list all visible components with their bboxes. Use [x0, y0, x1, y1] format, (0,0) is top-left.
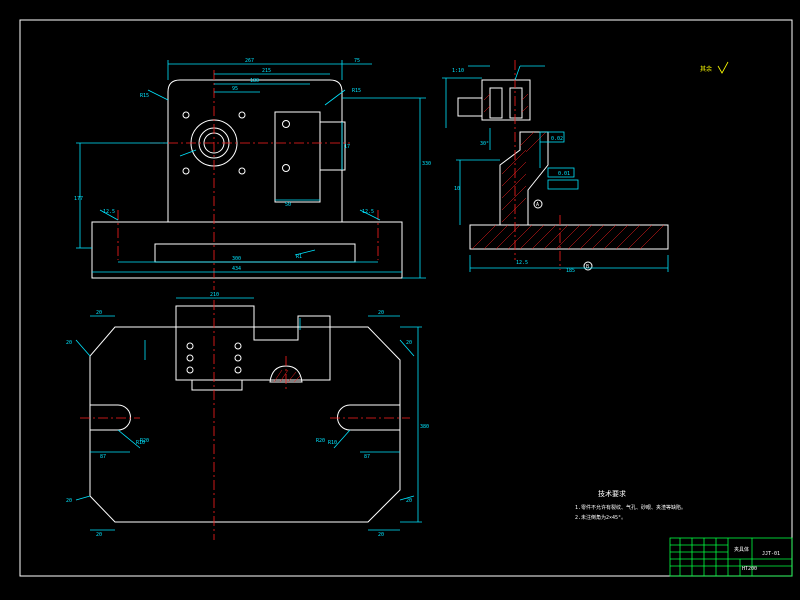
- top-dim-mid-right: 87: [364, 454, 370, 460]
- front-base-plate: [91, 221, 403, 279]
- front-base-slot: [154, 243, 356, 263]
- top-dim-height: 380: [420, 424, 429, 430]
- side-bushing-1: [489, 87, 503, 119]
- top-raised-block: [175, 305, 331, 381]
- dim-r-corner: R15: [140, 93, 149, 99]
- side-view: 1:10 0.02 0.01 30° 10 12.5 185 A B: [442, 60, 669, 274]
- title-material: HT200: [742, 566, 757, 572]
- front-dimension-lines: [76, 60, 426, 279]
- top-view: 210 20 20 20 20 20 20 20 20 R10 R10 380 …: [66, 292, 429, 540]
- top-hole-1: [186, 342, 194, 350]
- title-block: 夹具体 JJT-01 HT200: [669, 537, 793, 577]
- top-hole-3: [186, 366, 194, 374]
- side-base: [469, 224, 669, 250]
- side-datum-b: [583, 261, 593, 271]
- title-drawing-no: JJT-01: [762, 551, 780, 557]
- notes-title: 技术要求: [598, 489, 626, 498]
- top-dim-mid-r1: R20: [140, 438, 149, 444]
- dim-bottom-b: 434: [232, 266, 241, 272]
- top-dim-tr2: 20: [406, 340, 412, 346]
- dim-top-total: 267: [245, 58, 254, 64]
- dim-right-step: 17: [344, 144, 350, 150]
- side-dim-a: 10: [454, 186, 460, 192]
- dim-top-inner: 180: [250, 78, 259, 84]
- side-bushing-hatch: [483, 93, 529, 113]
- dim-height-right: 330: [422, 161, 431, 167]
- top-hole-4: [234, 342, 242, 350]
- top-dim-tl2: 20: [66, 340, 72, 346]
- dim-slot: R1: [296, 254, 302, 260]
- dim-top-small: 95: [232, 86, 238, 92]
- top-dim-bl2: 20: [96, 532, 102, 538]
- top-hole-5: [234, 354, 242, 362]
- dim-left-bot: 12.5: [103, 209, 115, 215]
- front-bolt-hole-4: [238, 167, 246, 175]
- dim-right-inner: 50: [285, 202, 291, 208]
- side-tol-frame-1: [539, 131, 565, 143]
- notes-line-1: 1.零件不允许有裂纹、气孔、砂眼、夹渣等缺陷。: [575, 504, 686, 511]
- top-dim-br1: 20: [406, 498, 412, 504]
- title-block-frame: [669, 537, 793, 577]
- front-right-step: [320, 121, 346, 171]
- top-hole-2: [186, 354, 194, 362]
- side-tol-1: 0.02: [551, 136, 563, 142]
- top-dim-tr1: 20: [378, 310, 384, 316]
- notes-line-2: 2.未注倒角为2×45°。: [575, 514, 626, 521]
- top-dim-top: 210: [210, 292, 219, 298]
- top-bushing-hatch: [273, 369, 301, 383]
- side-dim-c: 185: [566, 268, 575, 274]
- top-slot-left: [90, 404, 131, 431]
- technical-notes: 技术要求 1.零件不允许有裂纹、气孔、砂眼、夹渣等缺陷。 2.未注倒角为2×45…: [575, 489, 686, 521]
- side-dimension-lines: [442, 65, 669, 272]
- top-dim-tl1: 20: [96, 310, 102, 316]
- side-tol-frame-2: [547, 167, 575, 178]
- dim-top-right: 75: [354, 58, 360, 64]
- front-pocket-hole-1: [282, 120, 290, 128]
- side-ref-b: B: [586, 264, 589, 270]
- dim-bottom-a: 300: [232, 256, 241, 262]
- top-dim-r-left: R10: [136, 440, 145, 446]
- side-ref-a: A: [536, 202, 539, 208]
- roughness-note: 其余: [700, 61, 729, 74]
- side-bushing-block: [481, 79, 531, 121]
- top-dimension-lines: [75, 297, 422, 531]
- side-left-boss: [457, 97, 483, 117]
- side-web: [499, 131, 549, 225]
- side-dim-b: 12.5: [516, 260, 528, 266]
- side-datum-a: [533, 199, 543, 209]
- dim-height-left: 177: [74, 196, 83, 202]
- front-bolt-hole-1: [182, 111, 190, 119]
- dim-top-mid: 215: [262, 68, 271, 74]
- sheet-border: [19, 19, 793, 577]
- top-dim-br2: 20: [378, 532, 384, 538]
- top-block-foot: [191, 379, 243, 391]
- front-bolt-hole-3: [182, 167, 190, 175]
- dim-right-bot: 12.5: [362, 209, 374, 215]
- front-pocket-hole-2: [282, 164, 290, 172]
- dim-r-right: R15: [352, 88, 361, 94]
- top-slot-right: [337, 404, 400, 431]
- front-right-pocket: [274, 111, 321, 203]
- side-base-hatch: [471, 224, 665, 250]
- side-scale-label: 1:10: [452, 68, 464, 74]
- side-angle: 30°: [480, 141, 489, 147]
- side-tol-frame-3: [547, 179, 579, 190]
- side-web-hatch: [501, 131, 547, 223]
- roughness-symbol-icon: [717, 61, 729, 74]
- roughness-text: 其余: [700, 65, 712, 73]
- front-view: 267 75 215 180 95 330 177 R15 R15 12.5 1…: [74, 58, 431, 290]
- top-dim-bl1: 20: [66, 498, 72, 504]
- top-hole-6: [234, 366, 242, 374]
- side-bushing-2: [509, 87, 523, 119]
- top-dim-mid-r2: R20: [316, 438, 325, 444]
- top-dim-r-right: R10: [328, 440, 337, 446]
- top-dim-mid-left: 87: [100, 454, 106, 460]
- top-outline: [89, 326, 401, 523]
- front-bolt-hole-2: [238, 111, 246, 119]
- title-part-name: 夹具体: [734, 546, 749, 553]
- side-tol-2: 0.01: [558, 171, 570, 177]
